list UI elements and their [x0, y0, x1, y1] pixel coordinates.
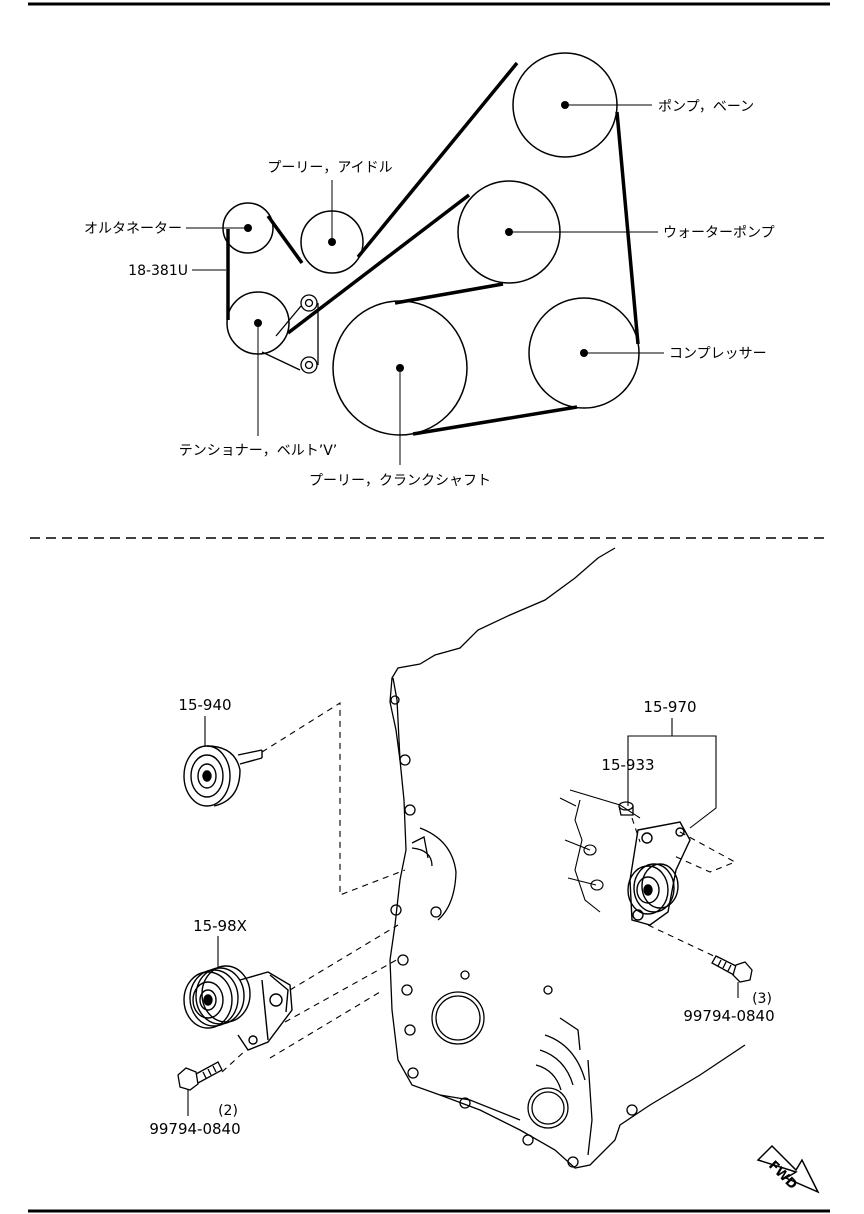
pump-vane-label: ポンプ，ベーン: [658, 99, 754, 115]
idle-pulley-label: プーリー，アイドル: [267, 160, 392, 176]
water-pump-label: ウォーターポンプ: [663, 225, 775, 241]
fwd-arrow-icon: FWD: [756, 1144, 820, 1194]
idler-pulley-part: [183, 745, 263, 807]
v-belt: [226, 61, 640, 436]
belt-routing-diagram: [186, 52, 664, 465]
assembly-lines: [221, 702, 737, 1073]
crankshaft-pulley-label: プーリー，クランクシャフト: [309, 473, 491, 489]
tensioner-assy-right: [627, 821, 691, 926]
bolt-right: [711, 955, 753, 983]
tensioner-part: [183, 965, 293, 1051]
tensioner-assy-part-number: 15-970: [643, 698, 696, 716]
bolt-left-part-number: 99794-0840: [149, 1120, 240, 1138]
stud-part-number: 15-933: [601, 756, 654, 774]
bolt-left: [177, 1061, 223, 1091]
tensioner-label: テンショナー，ベルト’V’: [179, 443, 337, 459]
stud-part: [618, 801, 634, 816]
bolt-right-part-number: 99794-0840: [683, 1007, 774, 1025]
belt-part-number: 18-381U: [128, 263, 188, 279]
compressor-label: コンプレッサー: [669, 346, 767, 362]
tensioner-part-number: 15-98X: [193, 917, 247, 935]
engine-front-cover: [389, 547, 746, 1169]
idler-part-number: 15-940: [178, 696, 231, 714]
part-leaders: [187, 716, 739, 1116]
bolt-left-qty: (2): [218, 1103, 238, 1119]
bolt-right-qty: (3): [752, 991, 772, 1007]
tensioner-bracket: [261, 294, 319, 374]
alternator-label: オルタネーター: [84, 221, 182, 237]
cylinder-head-fragment: [559, 789, 641, 913]
leader-lines: [186, 104, 664, 465]
